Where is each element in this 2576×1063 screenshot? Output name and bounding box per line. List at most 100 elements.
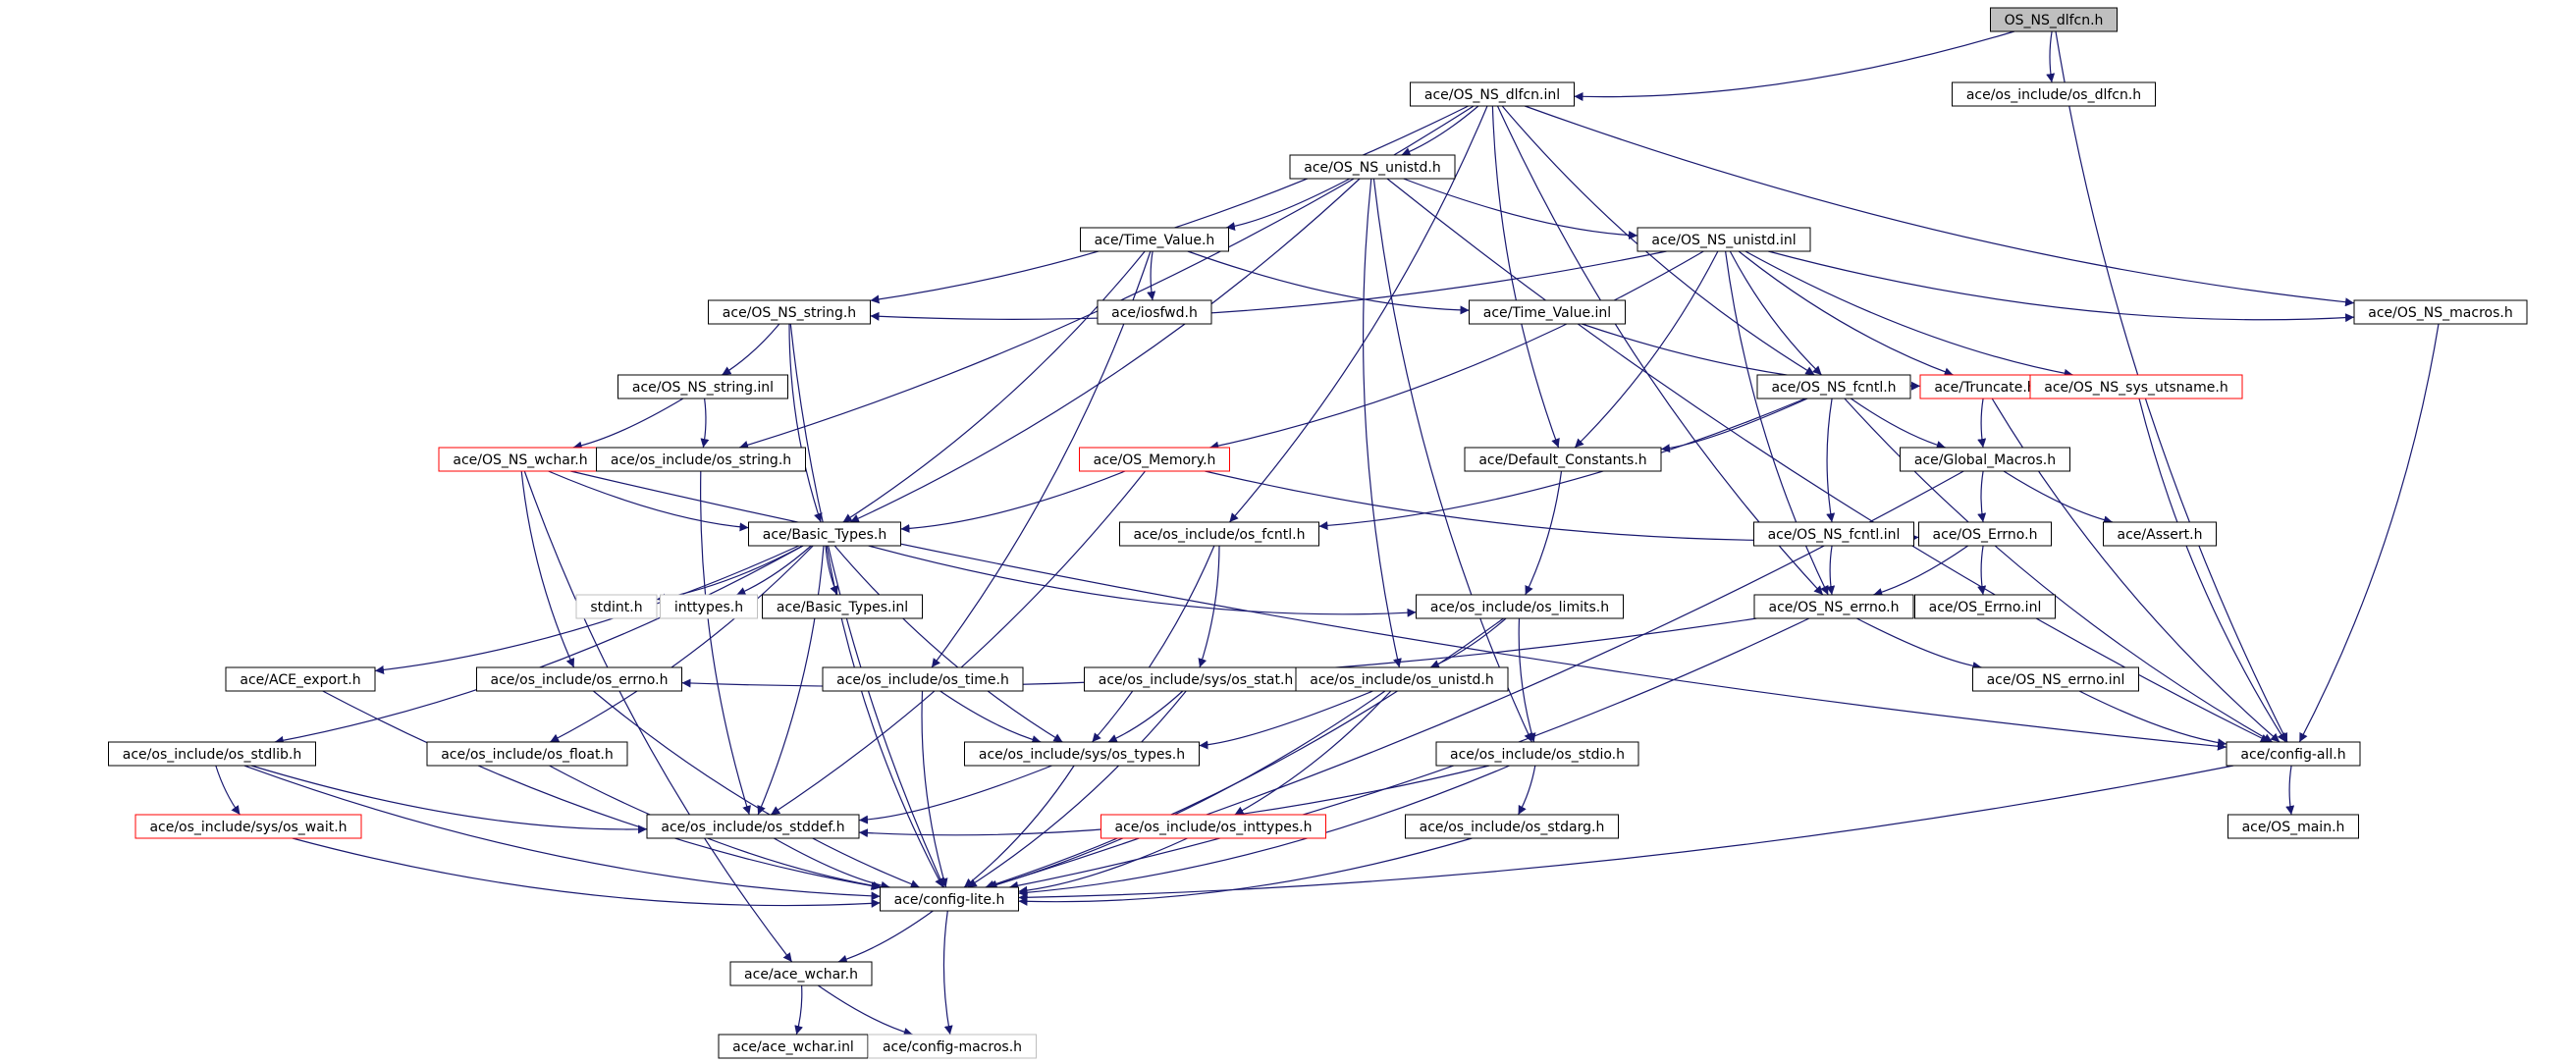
node-default_constants_h[interactable]: ace/Default_Constants.h (1464, 447, 1662, 472)
edge-os_include_os_inttypes_h-to-config_lite_h (1018, 837, 1188, 895)
node-os_include_os_unistd_h[interactable]: ace/os_include/os_unistd.h (1295, 666, 1509, 692)
node-box (964, 741, 1200, 767)
node-os_include_sys_os_types_h[interactable]: ace/os_include/sys/os_types.h (964, 741, 1200, 767)
node-os_include_sys_os_stat_h[interactable]: ace/os_include/sys/os_stat.h (1084, 666, 1308, 692)
node-basic_types_h[interactable]: ace/Basic_Types.h (748, 521, 901, 547)
node-label: ace/OS_Errno.h (1933, 527, 2038, 543)
node-config_macros_h[interactable]: ace/config-macros.h (868, 1034, 1037, 1059)
node-label: OS_NS_dlfcn.h (2005, 13, 2104, 28)
edge-os_ns_unistd_h-to-os_ns_unistd_inl (1403, 178, 1638, 240)
node-label: stdint.h (590, 600, 642, 615)
node-os_include_os_time_h[interactable]: ace/os_include/os_time.h (822, 666, 1024, 692)
node-label: ace/iosfwd.h (1111, 305, 1198, 321)
node-box (426, 741, 628, 767)
node-basic_types_inl[interactable]: ace/Basic_Types.inl (762, 594, 923, 619)
node-os_include_os_stdarg_h[interactable]: ace/os_include/os_stdarg.h (1405, 814, 1619, 839)
node-os_include_os_string_h[interactable]: ace/os_include/os_string.h (596, 447, 806, 472)
node-time_value_inl[interactable]: ace/Time_Value.inl (1469, 299, 1626, 325)
node-os_ns_errno_inl[interactable]: ace/OS_NS_errno.inl (1972, 666, 2139, 692)
edge-os_ns_dlfcn_inl-to-os_ns_errno_h (1496, 105, 1824, 596)
node-os_include_os_float_h[interactable]: ace/os_include/os_float.h (426, 741, 628, 767)
edge-os_ns_unistd_inl-to-os_ns_errno_h (1725, 250, 1829, 596)
node-os_include_sys_os_wait_h[interactable]: ace/os_include/sys/os_wait.h (134, 814, 362, 839)
node-inttypes_h[interactable]: inttypes.h (660, 594, 758, 619)
edge-os_include_sys_os_types_h-to-os_include_os_stddef_h (858, 765, 1052, 824)
node-box (660, 594, 758, 619)
node-os_ns_fcntl_h[interactable]: ace/OS_NS_fcntl.h (1756, 374, 1911, 399)
edge-time_value_h-to-basic_types_h (842, 250, 1146, 523)
node-label: ace/Global_Macros.h (1914, 452, 2056, 468)
node-os_ns_macros_h[interactable]: ace/OS_NS_macros.h (2353, 299, 2528, 325)
edge-os_ns_dlfcn_inl-to-os_ns_macros_h (1524, 105, 2355, 307)
node-ace_wchar_h[interactable]: ace/ace_wchar.h (729, 961, 873, 986)
node-global_macros_h[interactable]: ace/Global_Macros.h (1900, 447, 2070, 472)
edge-basic_types_h-to-os_include_os_stddef_h (757, 545, 825, 816)
node-ace_export_h[interactable]: ace/ACE_export.h (225, 666, 376, 692)
node-os_ns_dlfcn_h[interactable]: OS_NS_dlfcn.h (1990, 7, 2118, 32)
node-box (1295, 666, 1509, 692)
node-assert_h[interactable]: ace/Assert.h (2103, 521, 2217, 547)
node-os_errno_h[interactable]: ace/OS_Errno.h (1918, 521, 2052, 547)
edge-os_ns_string_h-to-basic_types_h (788, 323, 823, 523)
node-os_include_os_inttypes_h[interactable]: ace/os_include/os_inttypes.h (1100, 814, 1326, 839)
node-os_ns_unistd_h[interactable]: ace/OS_NS_unistd.h (1289, 154, 1456, 180)
node-ace_wchar_inl[interactable]: ace/ace_wchar.inl (718, 1034, 869, 1059)
node-box (708, 299, 871, 325)
node-os_ns_string_h[interactable]: ace/OS_NS_string.h (708, 299, 871, 325)
node-label: ace/OS_NS_errno.h (1768, 600, 1899, 615)
edge-time_value_h-to-time_value_inl (1187, 250, 1470, 315)
edge-os_include_os_time_h-to-os_include_sys_os_types_h (939, 690, 1042, 744)
node-os_ns_string_inl[interactable]: ace/OS_NS_string.inl (617, 374, 788, 399)
node-label: ace/Truncate.h (1934, 380, 2035, 396)
edge-os_include_os_fcntl_h-to-os_include_sys_os_stat_h (1198, 545, 1220, 668)
node-os_main_h[interactable]: ace/OS_main.h (2227, 814, 2359, 839)
node-os_ns_sys_utsname_h[interactable]: ace/OS_NS_sys_utsname.h (2029, 374, 2243, 399)
edge-basic_types_h-to-config_lite_h (826, 545, 944, 888)
node-box (1416, 594, 1624, 619)
node-label: ace/OS_NS_fcntl.h (1771, 380, 1896, 396)
edge-config_lite_h-to-ace_wchar_h (837, 910, 934, 964)
node-os_include_os_limits_h[interactable]: ace/os_include/os_limits.h (1416, 594, 1624, 619)
node-box (134, 814, 362, 839)
node-label: ace/os_include/os_float.h (441, 747, 614, 763)
edge-os_errno_h-to-os_errno_inl (1977, 545, 1987, 596)
node-box (438, 447, 603, 472)
node-box (1080, 227, 1229, 252)
node-os_include_os_dlfcn[interactable]: ace/os_include/os_dlfcn.h (1952, 81, 2156, 107)
node-box (1405, 814, 1619, 839)
node-os_ns_wchar_h[interactable]: ace/OS_NS_wchar.h (438, 447, 603, 472)
node-label: ace/OS_NS_unistd.inl (1651, 233, 1796, 248)
node-os_ns_dlfcn_inl[interactable]: ace/OS_NS_dlfcn.inl (1410, 81, 1575, 107)
node-label: ace/config-macros.h (883, 1039, 1022, 1055)
edge-os_ns_wchar_h-to-basic_types_h (548, 470, 749, 532)
node-label: ace/OS_NS_fcntl.inl (1768, 527, 1901, 543)
node-stdint_h[interactable]: stdint.h (575, 594, 658, 619)
node-os_include_os_errno_h[interactable]: ace/os_include/os_errno.h (476, 666, 682, 692)
node-config_all_h[interactable]: ace/config-all.h (2226, 741, 2361, 767)
node-os_errno_inl[interactable]: ace/OS_Errno.inl (1914, 594, 2056, 619)
node-os_ns_unistd_inl[interactable]: ace/OS_NS_unistd.inl (1637, 227, 1811, 252)
edge-os_include_os_stdlib_h-to-os_include_os_stddef_h (250, 765, 648, 834)
node-iosfwd_h[interactable]: ace/iosfwd.h (1097, 299, 1212, 325)
node-label: ace/OS_NS_macros.h (2368, 305, 2512, 321)
node-time_value_h[interactable]: ace/Time_Value.h (1080, 227, 1229, 252)
edge-os_ns_unistd_inl-to-os_ns_macros_h (1768, 250, 2355, 323)
node-os_ns_fcntl_inl[interactable]: ace/OS_NS_fcntl.inl (1753, 521, 1914, 547)
edge-os_include_os_errno_h-to-config_lite_h (593, 690, 920, 888)
node-box (1097, 299, 1212, 325)
node-os_memory_h[interactable]: ace/OS_Memory.h (1079, 447, 1230, 472)
edge-os_ns_unistd_inl-to-os_memory_h (1209, 250, 1704, 451)
node-label: ace/os_include/os_stdlib.h (123, 747, 301, 763)
node-label: ace/Default_Constants.h (1478, 452, 1646, 468)
edge-os_ns_unistd_h-to-os_include_os_unistd_h (1363, 178, 1402, 668)
node-os_include_os_fcntl_h[interactable]: ace/os_include/os_fcntl.h (1119, 521, 1319, 547)
node-config_lite_h[interactable]: ace/config-lite.h (880, 886, 1019, 912)
node-os_ns_errno_h[interactable]: ace/OS_NS_errno.h (1753, 594, 1914, 619)
edge-os_ns_macros_h-to-config_all_h (2298, 323, 2440, 743)
node-os_include_os_stddef_h[interactable]: ace/os_include/os_stddef.h (646, 814, 860, 839)
node-box (596, 447, 806, 472)
node-label: ace/os_include/os_stddef.h (661, 820, 844, 835)
node-os_include_os_stdlib_h[interactable]: ace/os_include/os_stdlib.h (108, 741, 316, 767)
edge-global_macros_h-to-assert_h (2003, 470, 2114, 525)
node-os_include_os_stdio_h[interactable]: ace/os_include/os_stdio.h (1435, 741, 1639, 767)
